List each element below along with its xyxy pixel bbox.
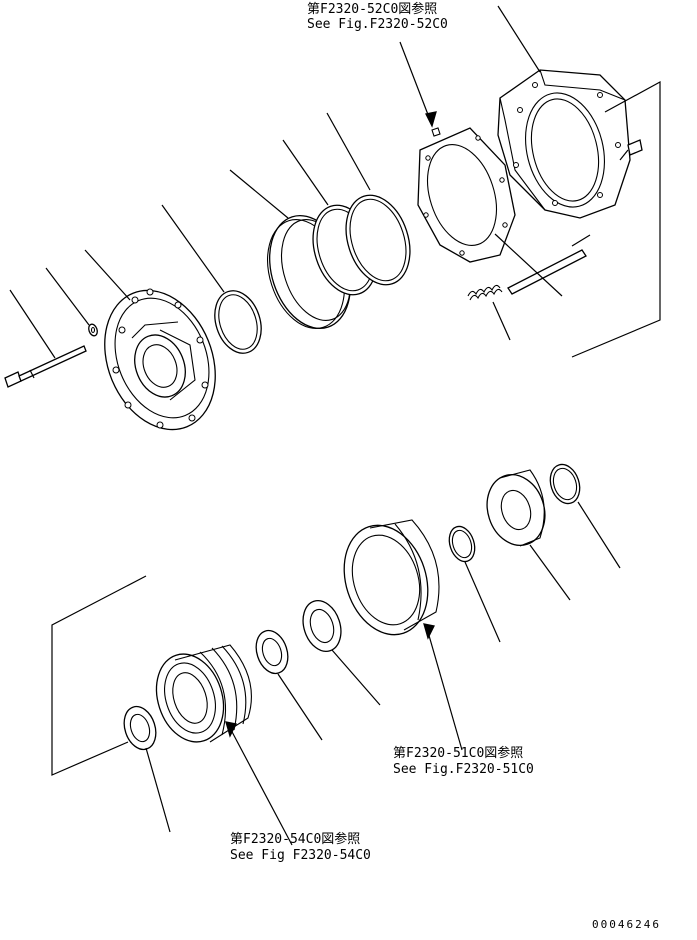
lower-leader-lines xyxy=(51,501,621,846)
drawing-code: 00046246 xyxy=(592,918,661,931)
separator-plate xyxy=(417,127,516,263)
outer-ring xyxy=(549,463,581,505)
washer xyxy=(88,323,98,337)
reference-middle-en: See Fig.F2320-51C0 xyxy=(393,762,534,777)
reference-bottom-ja: 第F2320-54C0図参照 xyxy=(230,832,361,847)
clutch-housing xyxy=(497,69,643,219)
snap-ring xyxy=(448,525,476,563)
bearing-medium xyxy=(302,600,342,652)
thrust-washer xyxy=(123,705,157,751)
upper-leader-lines xyxy=(9,5,661,359)
gear-hub xyxy=(486,469,546,547)
reference-bottom-en: See Fig F2320-54C0 xyxy=(230,848,371,863)
reference-middle-ja: 第F2320-51C0図参照 xyxy=(393,746,524,761)
reference-top-en: See Fig.F2320-52C0 xyxy=(307,17,448,32)
bearing-small xyxy=(255,629,289,675)
seal-ring-pair xyxy=(312,194,411,296)
clutch-assembly-large xyxy=(343,519,440,636)
bolt xyxy=(4,345,87,388)
reference-top-ja: 第F2320-52C0図参照 xyxy=(307,2,438,17)
clutch-drum xyxy=(155,644,252,743)
spring xyxy=(467,284,503,301)
pin xyxy=(507,249,587,295)
housing-flange xyxy=(104,288,216,431)
seal-ring-small xyxy=(214,290,262,354)
